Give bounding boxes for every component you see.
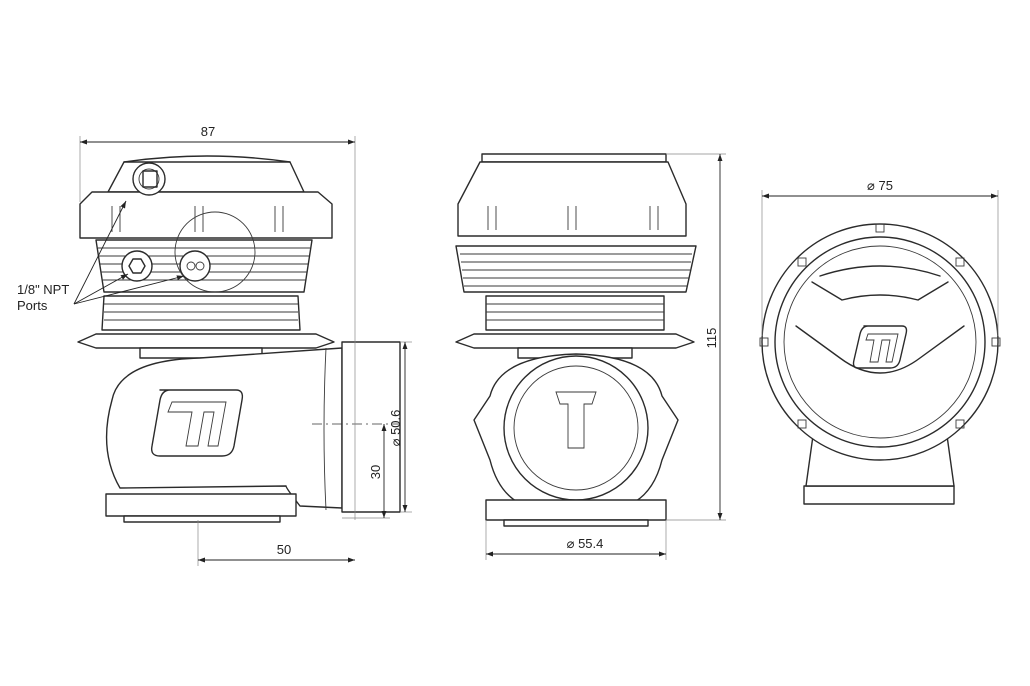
- top-view: [759, 223, 1001, 505]
- dim-overall-width: 87: [201, 124, 215, 139]
- npt-ports-label-line2: Ports: [17, 298, 48, 313]
- side-view-dimensions: 87 50 ⌀ 50.6 30 1/8" NPT Ports: [17, 124, 412, 566]
- dim-base-diameter: ⌀ 55.4: [567, 536, 604, 551]
- top-view-dimensions: ⌀ 75: [761, 178, 999, 336]
- front-view-dimensions: 115 ⌀ 55.4: [485, 153, 726, 560]
- front-view: [455, 153, 697, 527]
- npt-ports-label-line1: 1/8" NPT: [17, 282, 69, 297]
- dim-outlet-height: 30: [368, 465, 383, 479]
- side-view: [77, 155, 401, 523]
- dim-overall-height: 115: [704, 328, 719, 349]
- dim-top-diameter: ⌀ 75: [867, 178, 893, 193]
- dim-port-offset: 50: [277, 542, 291, 557]
- dim-outlet-diameter: ⌀ 50.6: [388, 410, 403, 447]
